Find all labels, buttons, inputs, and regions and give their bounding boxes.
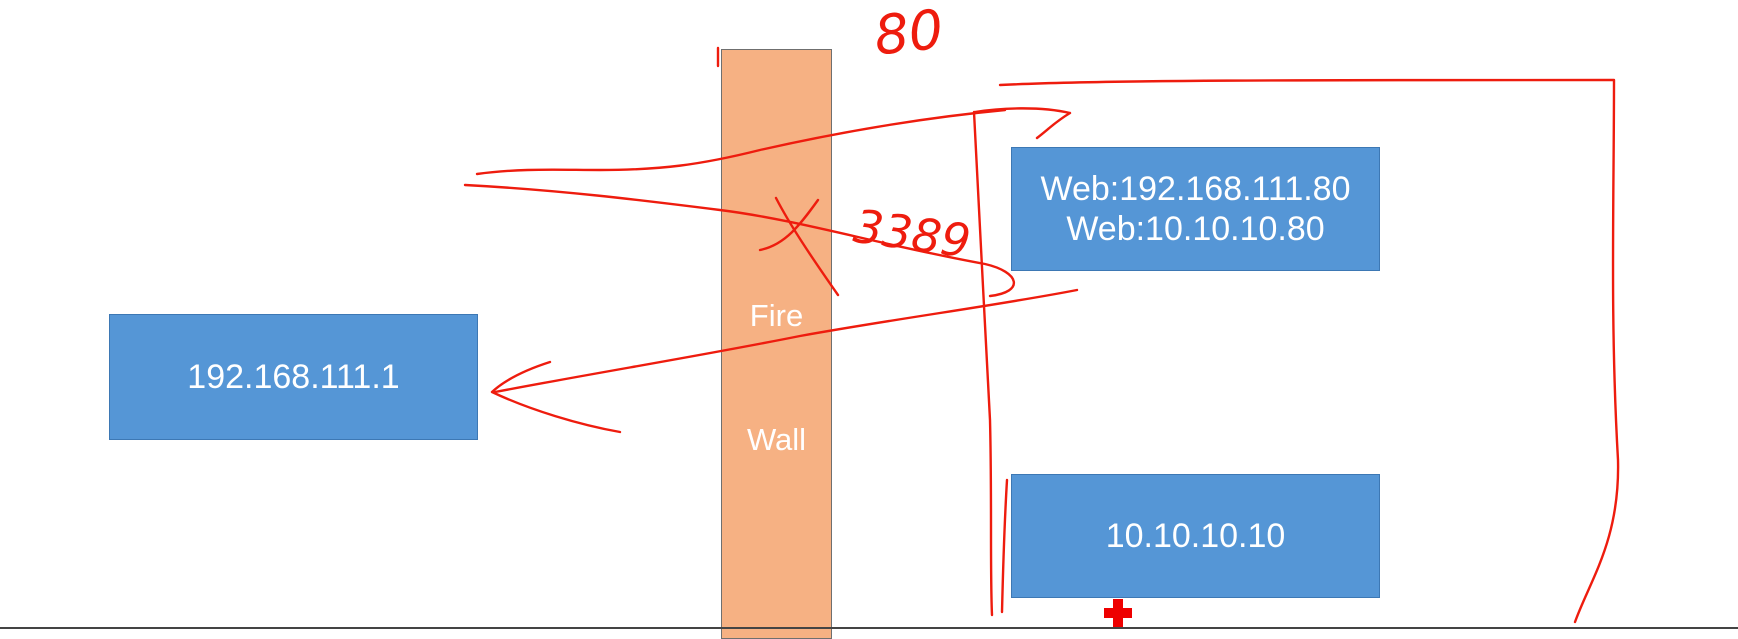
bottom-border	[0, 627, 1738, 629]
internal-host-label: 10.10.10.10	[1105, 517, 1286, 555]
firewall-label-wall: Wall	[746, 422, 807, 457]
ink-arrowhead-top	[973, 107, 1072, 140]
ink-vertical-left	[972, 110, 994, 617]
internal-host-node: 10.10.10.10	[1011, 474, 1380, 598]
ink-vertical-short	[1000, 478, 1009, 614]
client-node: 192.168.111.1	[109, 314, 478, 440]
firewall-label-fire: Fire	[749, 298, 804, 333]
cursor-crosshair-icon	[1104, 599, 1132, 627]
web-server-ip-external: Web:192.168.111.80	[1040, 170, 1351, 208]
annotation-port-3389: 3389	[850, 199, 973, 269]
web-server-ip-internal: Web:10.10.10.80	[1066, 210, 1325, 248]
firewall-bar: Fire Wall	[721, 49, 832, 639]
web-server-node: Web:192.168.111.80 Web:10.10.10.80	[1011, 147, 1380, 271]
ink-arrowhead-return	[490, 360, 622, 434]
annotation-port-80: 80	[871, 0, 946, 68]
client-node-label: 192.168.111.1	[187, 358, 400, 396]
